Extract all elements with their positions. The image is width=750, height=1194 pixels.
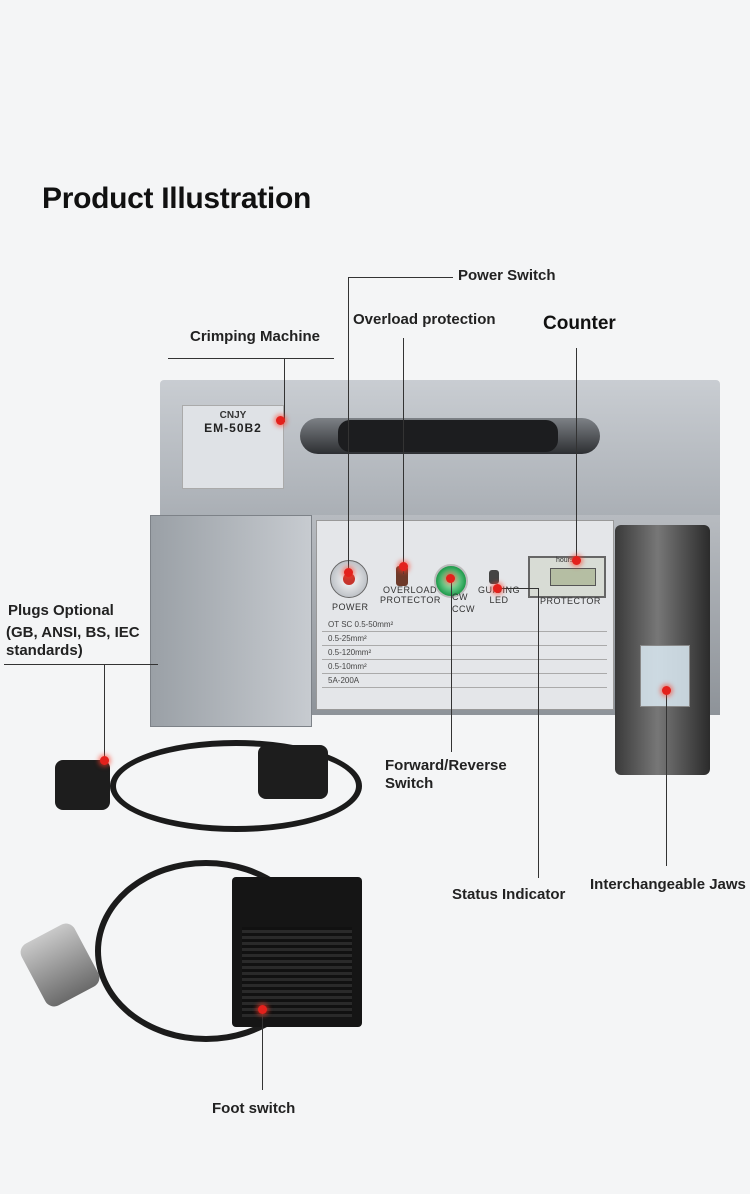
- label-power-switch: Power Switch: [458, 267, 556, 284]
- plugs-marker: [100, 756, 109, 765]
- mains-plug: [55, 760, 110, 810]
- control-panel: [316, 520, 614, 710]
- overload-panel-label: OVERLOAD PROTECTOR: [380, 585, 441, 605]
- machine-side-cover: [150, 515, 312, 727]
- label-crimping-machine: Crimping Machine: [190, 328, 321, 345]
- protector-panel-label: PROTECTOR: [540, 596, 601, 606]
- foot-switch-marker: [258, 1005, 267, 1014]
- power-cable-coil: [110, 740, 362, 832]
- foot-pedal[interactable]: [232, 877, 362, 1027]
- status-led: [489, 570, 499, 584]
- table-row: 0.5-120mm²: [322, 646, 607, 660]
- iec-plug: [258, 745, 328, 799]
- power-button[interactable]: [330, 560, 368, 598]
- hour-counter: hours: [528, 556, 606, 598]
- power-panel-label: POWER: [332, 602, 369, 612]
- jaws-guard-window: [640, 645, 690, 707]
- label-forward-reverse: Forward/Reverse Switch: [385, 757, 507, 792]
- overload-protector-button[interactable]: [396, 566, 408, 586]
- crimping-spec-table: OT SC 0.5-50mm² 0.5-25mm² 0.5-120mm² 0.5…: [322, 618, 607, 704]
- ccw-label: CCW: [452, 604, 475, 614]
- label-overload-protection: Overload protection: [353, 311, 496, 328]
- nameplate-brand: CNJY: [219, 410, 247, 421]
- table-row: 5A-200A: [322, 674, 607, 688]
- power-switch-marker: [344, 568, 353, 577]
- forward-reverse-marker: [446, 574, 455, 583]
- page-title: Product Illustration: [42, 182, 312, 215]
- overload-marker: [399, 562, 408, 571]
- label-status-indicator: Status Indicator: [452, 886, 566, 903]
- nameplate-model: EM-50B2: [204, 421, 262, 435]
- counter-marker: [572, 556, 581, 565]
- label-counter: Counter: [543, 313, 616, 334]
- handle-grip: [338, 420, 558, 452]
- aviation-connector: [17, 920, 103, 1010]
- label-plugs-title: Plugs Optional: [8, 602, 114, 619]
- table-row: 0.5-25mm²: [322, 632, 607, 646]
- label-interchangeable-jaws: Interchangeable Jaws: [590, 876, 746, 893]
- label-foot-switch: Foot switch: [212, 1100, 296, 1117]
- table-row: OT SC 0.5-50mm²: [322, 618, 607, 632]
- counter-unit: hours: [556, 557, 574, 564]
- status-indicator-marker: [493, 584, 502, 593]
- nameplate: CNJY EM-50B2: [182, 405, 284, 489]
- crimping-machine-marker: [276, 416, 285, 425]
- label-plugs-detail: (GB, ANSI, BS, IEC standards): [6, 624, 140, 659]
- jaws-marker: [662, 686, 671, 695]
- cw-label: CW: [452, 592, 468, 602]
- table-row: 0.5-10mm²: [322, 660, 607, 674]
